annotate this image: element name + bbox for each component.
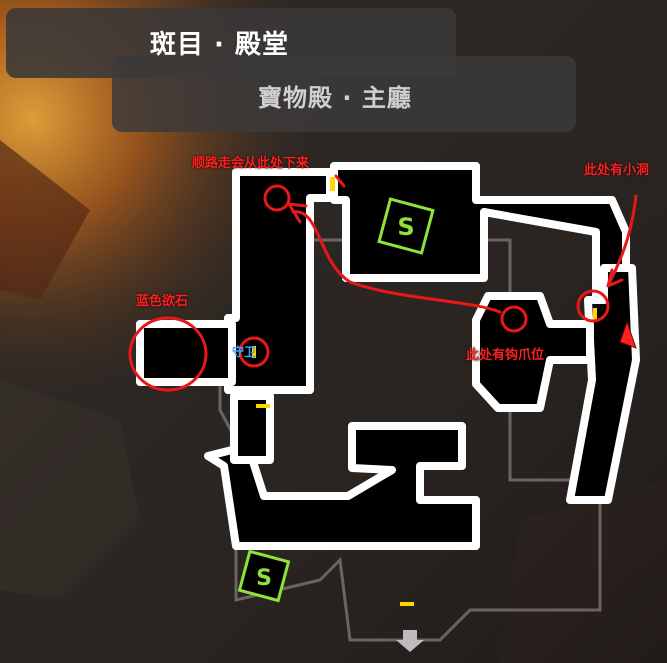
route-arrow bbox=[287, 202, 308, 224]
door-bottom bbox=[256, 404, 270, 408]
hook-circle bbox=[500, 305, 528, 333]
sublocation-banner bbox=[112, 56, 576, 132]
route-line bbox=[291, 210, 502, 314]
t-room bbox=[204, 422, 480, 550]
annotation-marks bbox=[128, 174, 638, 392]
door-right bbox=[593, 308, 597, 320]
hole-arrow bbox=[606, 194, 638, 288]
door-exit bbox=[400, 602, 414, 606]
red-triangle-icon bbox=[619, 320, 637, 349]
doors bbox=[252, 177, 597, 606]
safe-room-symbol-top: S bbox=[397, 213, 414, 241]
hole-circle bbox=[576, 289, 610, 323]
right-corridor bbox=[566, 264, 640, 504]
note-blue-stone: 蓝色欲石 bbox=[136, 294, 189, 309]
blue-stone-room bbox=[136, 320, 236, 386]
blue-stone-circle bbox=[128, 316, 208, 392]
palace-title: 斑目 · 殿堂 bbox=[150, 30, 289, 60]
door-top bbox=[330, 177, 335, 191]
safe-room-top[interactable]: S bbox=[377, 197, 435, 255]
left-passage bbox=[230, 392, 274, 464]
note-guard: 守卫 bbox=[232, 345, 257, 359]
down-arrow-icon bbox=[396, 630, 424, 652]
route-circle bbox=[263, 184, 291, 212]
guard-circle bbox=[238, 336, 270, 368]
door-left bbox=[252, 346, 256, 358]
area-subtitle: 寶物殿 · 主廳 bbox=[258, 84, 412, 112]
note-small-hole: 此处有小洞 bbox=[584, 163, 650, 178]
safe-room-bottom[interactable]: S bbox=[237, 549, 291, 603]
map-rooms bbox=[136, 162, 640, 550]
note-hook-spot: 此处有钩爪位 bbox=[466, 348, 545, 363]
safe-room-symbol-bottom: S bbox=[256, 566, 272, 591]
note-route-from: 顺路走会从此处下来 bbox=[192, 156, 310, 171]
map-outer-outline bbox=[218, 238, 602, 642]
route-from-pointer bbox=[334, 174, 346, 188]
top-hall bbox=[330, 162, 630, 304]
